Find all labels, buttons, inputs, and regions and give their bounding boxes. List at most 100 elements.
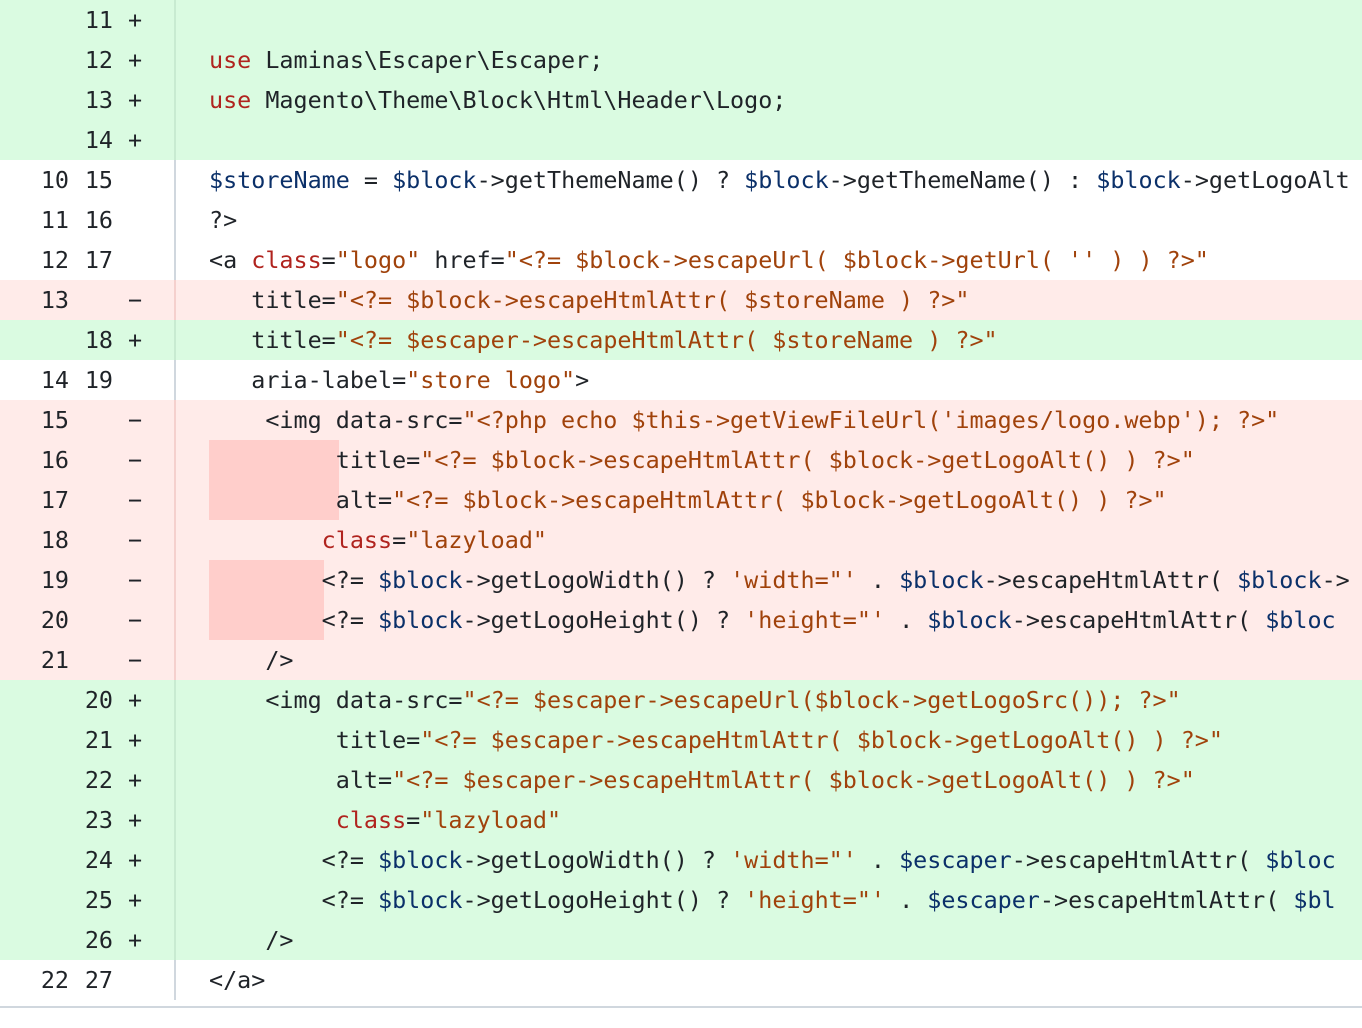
code-line: title="<?= $escaper->escapeHtmlAttr( $st…	[209, 326, 998, 354]
diff-sign: +	[127, 46, 143, 74]
line-gutter: 21 +	[0, 720, 176, 760]
old-line-number: 18	[40, 526, 69, 554]
diff-line[interactable]: 19− <?= $block->getLogoWidth() ? 'width=…	[0, 560, 1362, 600]
diff-line[interactable]: 26+ />	[0, 920, 1362, 960]
code-line: use Laminas\Escaper\Escaper;	[209, 46, 604, 74]
diff-line[interactable]: 18− class="lazyload"	[0, 520, 1362, 560]
removed-whitespace-highlight	[209, 440, 339, 480]
diff-line[interactable]: 15− <img data-src="<?php echo $this->get…	[0, 400, 1362, 440]
line-gutter: 14+	[0, 120, 176, 160]
diff-line[interactable]: 20− <?= $block->getLogoHeight() ? 'heigh…	[0, 600, 1362, 640]
code-line: <img data-src="<?php echo $this->getView…	[209, 406, 1280, 434]
diff-line[interactable]: 14+	[0, 120, 1362, 160]
line-gutter: 12 +	[0, 40, 176, 80]
diff-sign: −	[127, 286, 143, 314]
code-line: title="<?= $block->escapeHtmlAttr( $stor…	[209, 286, 970, 314]
code-line: ?>	[209, 206, 238, 234]
new-line-number: 13	[84, 86, 113, 114]
line-gutter: 11+	[0, 0, 176, 40]
diff-line[interactable]: 21− />	[0, 640, 1362, 680]
line-gutter: 19 −	[0, 560, 176, 600]
diff-line[interactable]: 11+	[0, 0, 1362, 40]
old-line-number: 12	[40, 246, 69, 274]
new-line-number: 22	[84, 766, 113, 794]
line-gutter: 15−	[0, 400, 176, 440]
diff-line[interactable]: 17− alt="<?= $block->escapeHtmlAttr( $bl…	[0, 480, 1362, 520]
code-line: alt="<?= $block->escapeHtmlAttr( $block-…	[209, 486, 1167, 514]
removed-whitespace-highlight	[209, 600, 324, 640]
new-line-number: 25	[84, 886, 113, 914]
old-line-number: 19	[40, 566, 69, 594]
new-line-number: 15	[84, 166, 113, 194]
code-line: </a>	[209, 966, 266, 994]
code-line: <?= $block->getLogoHeight() ? 'height="'…	[209, 606, 1336, 634]
diff-sign: +	[127, 846, 143, 874]
diff-line[interactable]: 23 + class="lazyload"	[0, 800, 1362, 840]
code-line: <?= $block->getLogoHeight() ? 'height="'…	[209, 886, 1336, 914]
new-line-number: 20	[84, 686, 113, 714]
new-line-number: 27	[84, 966, 113, 994]
line-gutter: 13 −	[0, 280, 176, 320]
diff-sign: +	[127, 726, 143, 754]
line-gutter: 10 15	[0, 160, 176, 200]
old-line-number: 21	[40, 646, 69, 674]
diff-line[interactable]: 10 15 $storeName = $block->getThemeName() …	[0, 160, 1362, 200]
diff-sign: −	[127, 566, 143, 594]
diff-sign: +	[127, 86, 143, 114]
diff-line[interactable]: 22+ alt="<?= $escaper->escapeHtmlAttr( $…	[0, 760, 1362, 800]
diff-view: 11+ 12 + use Laminas\Escaper\Escaper; 13 + u…	[0, 0, 1362, 1000]
diff-line[interactable]: 24+ <?= $block->getLogoWidth() ? 'width=…	[0, 840, 1362, 880]
diff-line[interactable]: 13 − title="<?= $block->escapeHtmlAttr( $…	[0, 280, 1362, 320]
old-line-number: 14	[40, 366, 69, 394]
old-line-number: 13	[40, 286, 69, 314]
new-line-number: 23	[84, 806, 113, 834]
code-line: aria-label="store logo">	[209, 366, 590, 394]
code-line: class="lazyload"	[335, 806, 562, 834]
old-line-number: 10	[40, 166, 69, 194]
old-line-number: 17	[40, 486, 69, 514]
old-line-number: 20	[40, 606, 69, 634]
diff-line[interactable]: 22 27 </a>	[0, 960, 1362, 1000]
line-gutter: 16 −	[0, 440, 176, 480]
diff-line[interactable]: 25 + <?= $block->getLogoHeight() ? 'heigh…	[0, 880, 1362, 920]
diff-sign: −	[127, 406, 143, 434]
code-line: $storeName = $block->getThemeName() ? $b…	[209, 166, 1350, 194]
diff-sign: +	[127, 686, 143, 714]
code-line: <a class="logo" href="<?= $block->escape…	[209, 246, 1209, 274]
diff-line[interactable]: 13+use Magento\Theme\Block\Html\Header\L…	[0, 80, 1362, 120]
line-gutter: 26+	[0, 920, 176, 960]
new-line-number: 24	[84, 846, 113, 874]
new-line-number: 16	[84, 206, 113, 234]
old-line-number: 22	[40, 966, 69, 994]
diff-sign: −	[127, 446, 143, 474]
line-gutter: 18+	[0, 320, 176, 360]
diff-sign: −	[127, 526, 143, 554]
line-gutter: 13 +	[0, 80, 176, 120]
new-line-number: 26	[84, 926, 113, 954]
diff-line[interactable]: 21+ title="<?= $escaper->escapeHtmlAttr(…	[0, 720, 1362, 760]
diff-bottom-border	[0, 1006, 1362, 1008]
old-line-number: 16	[40, 446, 69, 474]
diff-sign: +	[127, 886, 143, 914]
diff-line[interactable]: 16− title="<?= $block->escapeHtmlAttr( $…	[0, 440, 1362, 480]
diff-line[interactable]: 18+ title="<?= $escaper->escapeHtmlAttr(…	[0, 320, 1362, 360]
line-gutter: 18 −	[0, 520, 176, 560]
diff-sign: +	[127, 6, 143, 34]
line-gutter: 20−	[0, 600, 176, 640]
new-line-number: 12	[84, 46, 113, 74]
diff-line[interactable]: 12 + use Laminas\Escaper\Escaper;	[0, 40, 1362, 80]
line-gutter: 23 +	[0, 800, 176, 840]
code-line: <img data-src="<?= $escaper->escapeUrl($…	[209, 686, 1181, 714]
new-line-number: 21	[84, 726, 113, 754]
diff-sign: +	[127, 766, 143, 794]
diff-sign: +	[127, 806, 143, 834]
removed-whitespace-highlight	[209, 560, 324, 600]
diff-line[interactable]: 20 + <img data-src="<?= $escaper->escapeU…	[0, 680, 1362, 720]
line-gutter: 20 +	[0, 680, 176, 720]
new-line-number: 14	[84, 126, 113, 154]
